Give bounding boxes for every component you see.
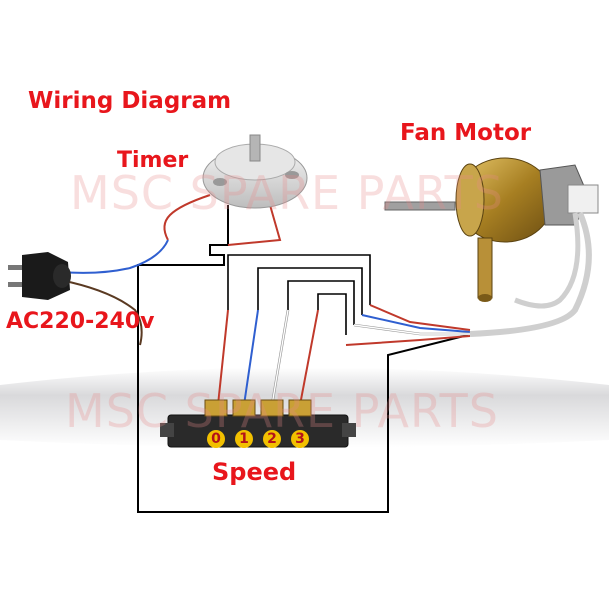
fan-motor bbox=[384, 157, 599, 337]
watermark-top: MSC SPARE PARTS bbox=[70, 166, 504, 220]
switch-position-3: 3 bbox=[291, 430, 309, 448]
lead-2-core bbox=[271, 309, 289, 406]
watermark-bottom: MSC SPARE PARTS bbox=[65, 384, 499, 438]
power-label: AC220-240v bbox=[6, 309, 155, 334]
wire-red2-to-motor bbox=[345, 335, 471, 346]
wire-red-timer bbox=[227, 204, 282, 246]
power-plug bbox=[8, 252, 71, 300]
wire-red-timer-top bbox=[163, 194, 211, 241]
lead-1 bbox=[243, 309, 259, 406]
wire-white-core bbox=[353, 324, 470, 335]
wire-route-1 bbox=[257, 267, 363, 315]
wire-route-3 bbox=[317, 293, 347, 335]
wire-blue-plug bbox=[59, 239, 169, 274]
wire-black-loop bbox=[137, 205, 469, 513]
diagram-title: Wiring Diagram bbox=[28, 88, 232, 114]
lead-0 bbox=[217, 309, 229, 406]
timer-unit bbox=[202, 134, 308, 209]
wire-red-to-motor bbox=[369, 304, 471, 331]
switch-position-0: 0 bbox=[207, 430, 225, 448]
lead-3 bbox=[299, 309, 319, 406]
wire-brown-plug bbox=[59, 279, 143, 346]
fan-motor-label: Fan Motor bbox=[400, 120, 532, 146]
wire-route-2 bbox=[287, 280, 355, 325]
speed-label: Speed bbox=[212, 458, 297, 486]
wire-route-0 bbox=[227, 254, 371, 310]
switch-position-2: 2 bbox=[263, 430, 281, 448]
wire-blue-to-motor bbox=[361, 314, 471, 333]
timer-label: Timer bbox=[117, 148, 189, 173]
switch-position-1: 1 bbox=[235, 430, 253, 448]
